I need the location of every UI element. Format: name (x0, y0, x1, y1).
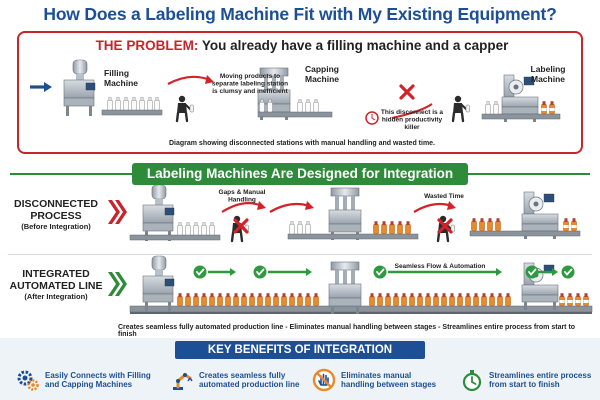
no-hand-icon (312, 368, 336, 392)
robot-arm-icon (173, 373, 193, 390)
integrated-label-sub: (After Integration) (24, 292, 88, 301)
problem-heading-text: You already have a filling machine and a… (198, 38, 509, 53)
check-icon (524, 264, 540, 280)
filling-machine-icon (142, 184, 175, 242)
integrated-label-line1: INTEGRATED (22, 268, 90, 280)
bottle-icon (107, 97, 160, 111)
red-x-icon (399, 84, 415, 100)
check-icon (372, 264, 388, 280)
problem-panel: THE PROBLEM: You already have a filling … (17, 31, 583, 154)
disconnected-process-label: DISCONNECTED PROCESS (Before Integration… (6, 198, 106, 232)
integrated-label-line2: AUTOMATED LINE (9, 280, 103, 292)
conveyor-icon (101, 109, 163, 116)
filling-machine-icon (142, 255, 175, 313)
worker-icon (451, 94, 471, 123)
gears-icon (17, 370, 39, 391)
page-title: How Does a Labeling Machine Fit with My … (43, 4, 557, 24)
benefits-heading: KEY BENEFITS OF INTEGRATION (175, 341, 425, 359)
problem-heading: THE PROBLEM: You already have a filling … (19, 38, 585, 53)
wasted-time-note: Wasted Time (424, 193, 464, 200)
banner-rule-right (466, 173, 590, 175)
check-icon (560, 264, 576, 280)
integration-caption: Creates seamless fully automated product… (118, 324, 576, 338)
banner-rule-left (10, 173, 134, 175)
disconnected-label-line2: PROCESS (30, 210, 82, 222)
row-divider (8, 254, 592, 255)
stopwatch-icon (462, 370, 482, 392)
integrated-line-label: INTEGRATED AUTOMATED LINE (After Integra… (2, 268, 110, 302)
problem-caption: Diagram showing disconnected stations wi… (168, 140, 436, 147)
stopwatch-icon (365, 111, 379, 125)
curved-arrow-icon (167, 75, 211, 85)
disconnected-label-line1: DISCONNECTED (13, 198, 98, 210)
filling-machine-icon (63, 59, 96, 117)
red-chevron-icon (108, 200, 120, 224)
check-icon (192, 264, 208, 280)
problem-heading-label: THE PROBLEM: (95, 38, 199, 53)
integrated-row (108, 255, 593, 315)
seamless-flow-note: Seamless Flow & Automation (395, 263, 486, 270)
worker-icon (175, 94, 195, 123)
disconnected-row (108, 184, 581, 243)
continuous-conveyor-icon (129, 305, 593, 313)
capping-machine-icon (328, 187, 362, 241)
capping-machine-icon (328, 261, 362, 315)
green-chevron-icon (108, 272, 120, 296)
check-icon (252, 264, 268, 280)
disconnected-label-sub: (Before Integration) (21, 222, 91, 231)
integration-banner: Labeling Machines Are Designed for Integ… (132, 163, 468, 185)
problem-row (30, 59, 561, 125)
